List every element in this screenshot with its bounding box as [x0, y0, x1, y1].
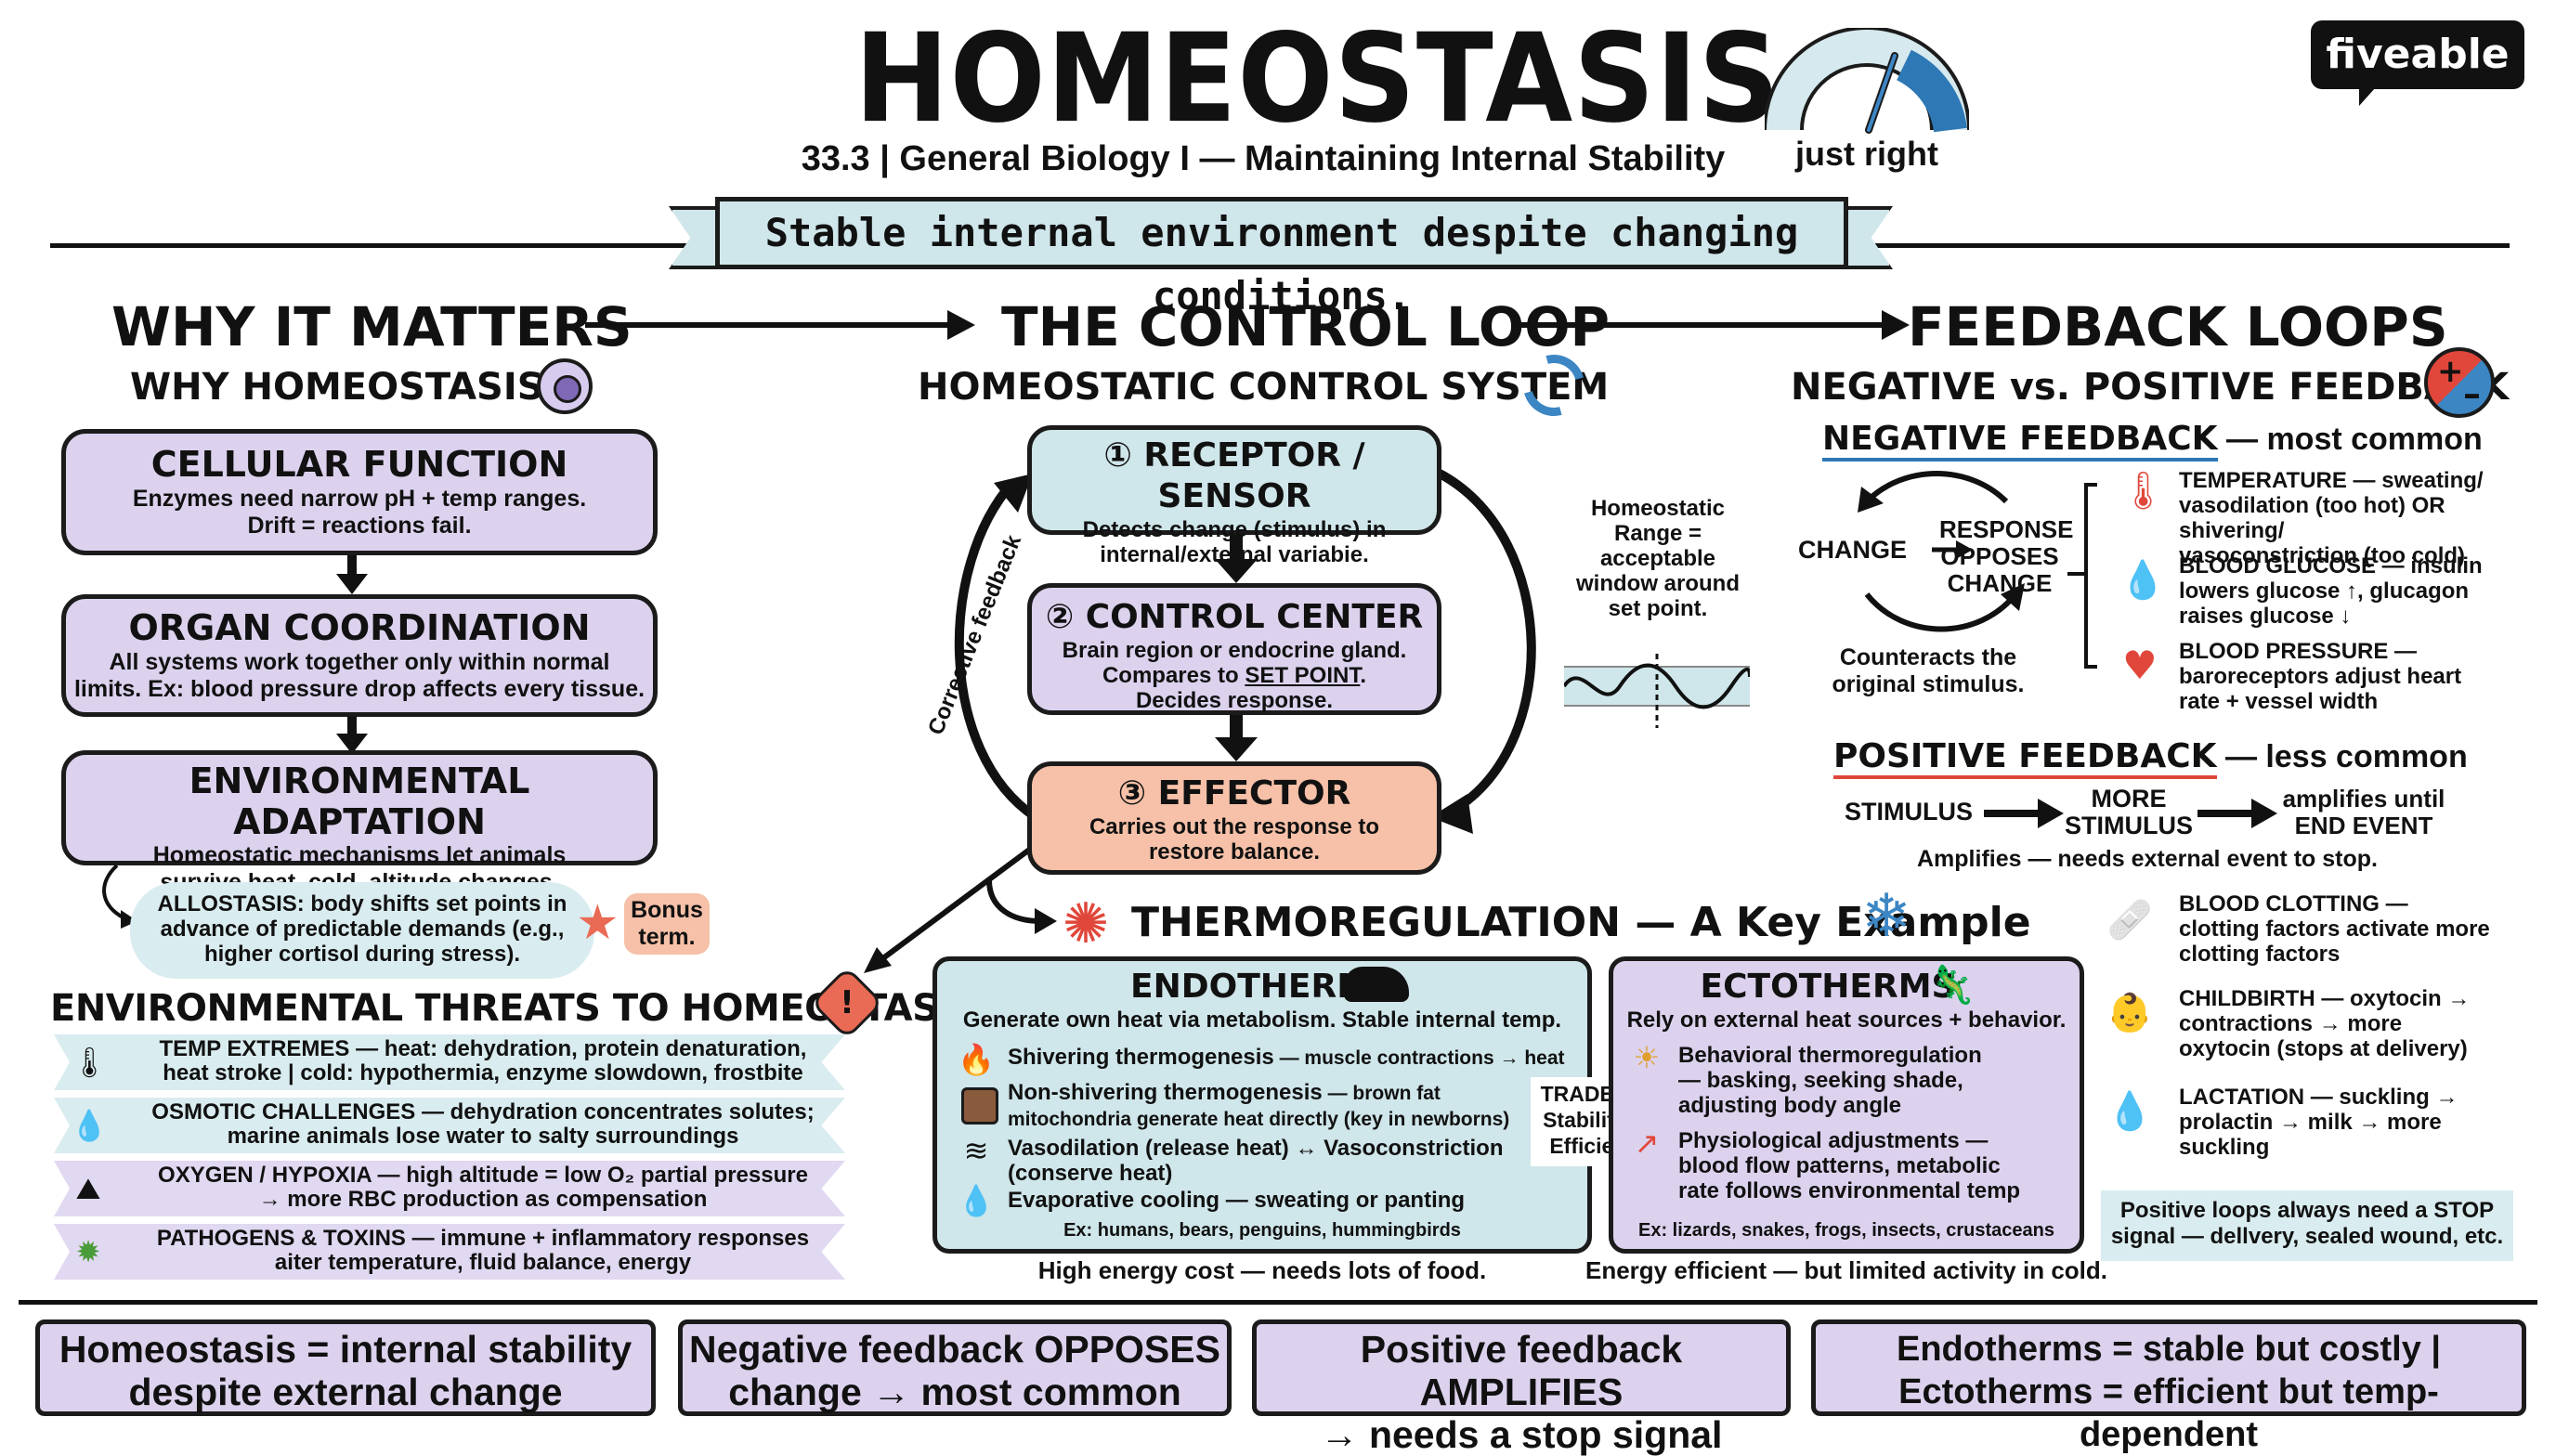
- thermometer-icon: 🌡: [2119, 470, 2167, 513]
- summary-positive: Positive feedback AMPLIFIES → needs a st…: [1252, 1320, 1791, 1456]
- milk-drop-icon: 💧: [2106, 1090, 2153, 1133]
- gauge-icon: [1765, 28, 1969, 134]
- airflow-icon: ≋: [963, 1133, 989, 1168]
- lizard-icon: 🦎: [1929, 964, 1976, 1007]
- flame-icon: 🔥: [958, 1042, 995, 1077]
- pos-arrow-2: [2197, 799, 2277, 828]
- heart-pulse-icon: ♥: [2122, 643, 2158, 688]
- cell-icon: [537, 358, 593, 414]
- sweat-drop-icon: 💧: [958, 1183, 995, 1218]
- page-title: HOMEOSTASIS: [854, 7, 1781, 150]
- feedback-heading: FEEDBACK LOOPS: [1908, 295, 2448, 358]
- pos-arrow-1: [1984, 799, 2064, 828]
- control-subheading: HOMEOSTATIC CONTROL SYSTEM: [918, 366, 1610, 409]
- allostasis-note: ALLOSTASIS: body shifts set points in ad…: [130, 882, 594, 979]
- thermometer-icon: 🌡: [71, 1045, 109, 1080]
- virus-icon: ✹: [75, 1234, 101, 1269]
- feedback-subheading: NEGATIVE vs. POSITIVE FEEDBACK: [1791, 366, 2510, 409]
- arrow-receptor-to-control: [1230, 535, 1243, 563]
- why-heading: WHY IT MATTERS: [111, 295, 632, 358]
- homeostatic-range-note: Homeostatic Range = acceptable window ar…: [1576, 496, 1740, 621]
- blood-drop-icon: 💧: [2119, 559, 2166, 602]
- page-subtitle: 33.3 | General Biology I — Maintaining I…: [801, 139, 1726, 178]
- flow-arrow-icon: ↗: [1634, 1125, 1660, 1161]
- arrow-down-1-head: [336, 574, 368, 594]
- control-heading: THE CONTROL LOOP: [1001, 295, 1611, 358]
- endotherms-footer: High energy cost — needs lots of food.: [1037, 1256, 1487, 1284]
- step-receptor: ① RECEPTOR / SENSOR Detects change (stim…: [1027, 425, 1441, 567]
- neg-response-label: RESPONSE OPPOSES CHANGE: [1939, 515, 2074, 597]
- baby-icon: 👶: [2106, 992, 2153, 1034]
- range-wave-icon: [1564, 654, 1750, 728]
- arrow-to-thermo: [986, 880, 1057, 934]
- summary-endo-ecto: Endotherms = stable but costly | Ectothe…: [1811, 1320, 2526, 1454]
- brand-logo[interactable]: fiveable: [2311, 20, 2524, 89]
- bear-icon: [1344, 967, 1409, 1002]
- summary-homeostasis: Homeostasis = internal stability despite…: [35, 1320, 656, 1416]
- footer-divider: [19, 1300, 2537, 1305]
- mountain-icon: ⛰: [75, 1171, 101, 1206]
- summary-negative: Negative feedback OPPOSES change → most …: [678, 1320, 1232, 1416]
- arrow-control-to-effector-head: [1215, 737, 1258, 761]
- card-organ-coordination: ORGAN COORDINATION All systems work toge…: [61, 594, 658, 717]
- bonus-term-badge: Bonus term.: [624, 893, 710, 955]
- pos-end-event-label: amplifies until END EVENT: [2282, 785, 2445, 839]
- stop-signal-note: Positive loops always need a STOP signal…: [2101, 1190, 2513, 1261]
- water-drop-icon: 💧: [71, 1108, 108, 1143]
- brand-logo-tail: [2359, 87, 2376, 106]
- neg-bracket-mid: [2067, 572, 2086, 576]
- pos-note: Amplifies — needs external event to stop…: [1917, 846, 2378, 872]
- bandage-icon: 🩹: [2106, 899, 2153, 942]
- threat-osmotic: 💧 OSMOTIC CHALLENGES — dehydration conce…: [54, 1098, 845, 1153]
- gauge-label: just right: [1795, 135, 1938, 173]
- negative-feedback-title-row: NEGATIVE FEEDBACK — most common: [1822, 418, 2483, 462]
- arrow-receptor-to-control-head: [1215, 559, 1258, 583]
- summary-banner: Stable internal environment despite chan…: [715, 197, 1848, 318]
- arrow-down-2: [347, 717, 357, 737]
- positive-feedback-title: POSITIVE FEEDBACK: [1833, 737, 2217, 779]
- arrow-control-to-feedback: [1519, 310, 1910, 340]
- arrow-why-to-control: [585, 310, 975, 340]
- arrow-down-1: [347, 555, 357, 578]
- step-control-center: ② CONTROL CENTER Brain region or endocri…: [1027, 583, 1441, 715]
- arrow-down-2-head: [336, 734, 368, 754]
- card-environmental-adaptation: ENVIRONMENTAL ADAPTATION Homeostatic mec…: [61, 750, 658, 895]
- allostasis-pointer: [102, 864, 137, 929]
- set-point-term: SET POINT: [1245, 663, 1361, 688]
- neg-note: Counteracts the original stimulus.: [1832, 644, 2025, 697]
- step-effector: ③ EFFECTOR Carries out the response to r…: [1027, 761, 1441, 875]
- why-subheading: WHY HOMEOSTASIS?: [130, 366, 566, 409]
- threat-temp-extremes: 🌡 TEMP EXTREMES — heat: dehydration, pro…: [54, 1034, 845, 1090]
- card-cellular-function: CELLULAR FUNCTION Enzymes need narrow pH…: [61, 429, 658, 555]
- thermo-heading: THERMOREGULATION — A Key Example: [1131, 899, 2031, 946]
- plus-minus-icon: + –: [2424, 347, 2495, 418]
- star-icon: ★: [576, 895, 619, 951]
- ectotherms-panel: ECTOTHERMS 🦎 Rely on external heat sourc…: [1609, 956, 2084, 1254]
- sun-icon: ✺: [1062, 891, 1110, 956]
- neg-change-label: CHANGE: [1798, 536, 1908, 564]
- positive-feedback-title-row: POSITIVE FEEDBACK — less common: [1833, 735, 2468, 779]
- snowflake-icon: ❄: [1861, 882, 1911, 951]
- control-loop-arrows: [864, 469, 1536, 973]
- negative-feedback-title: NEGATIVE FEEDBACK: [1822, 420, 2218, 462]
- threat-pathogens: ✹ PATHOGENS & TOXINS — immune + inflamma…: [54, 1224, 845, 1280]
- threat-hypoxia: ⛰ OXYGEN / HYPOXIA — high altitude = low…: [54, 1161, 845, 1216]
- pos-stimulus-label: STIMULUS: [1845, 798, 1973, 826]
- arrow-control-to-effector: [1230, 715, 1243, 741]
- endotherms-panel: ENDOTHERMS Generate own heat via metabol…: [932, 956, 1592, 1254]
- neg-bracket: [2084, 483, 2097, 669]
- pos-more-stimulus-label: MORE STIMULUS: [2065, 785, 2193, 839]
- sun-icon: ☀: [1633, 1040, 1661, 1075]
- negative-loop-arrows: [1858, 471, 2025, 632]
- ectotherms-footer: Energy efficient — but limited activity …: [1585, 1256, 2107, 1284]
- brown-fat-icon: [961, 1087, 998, 1124]
